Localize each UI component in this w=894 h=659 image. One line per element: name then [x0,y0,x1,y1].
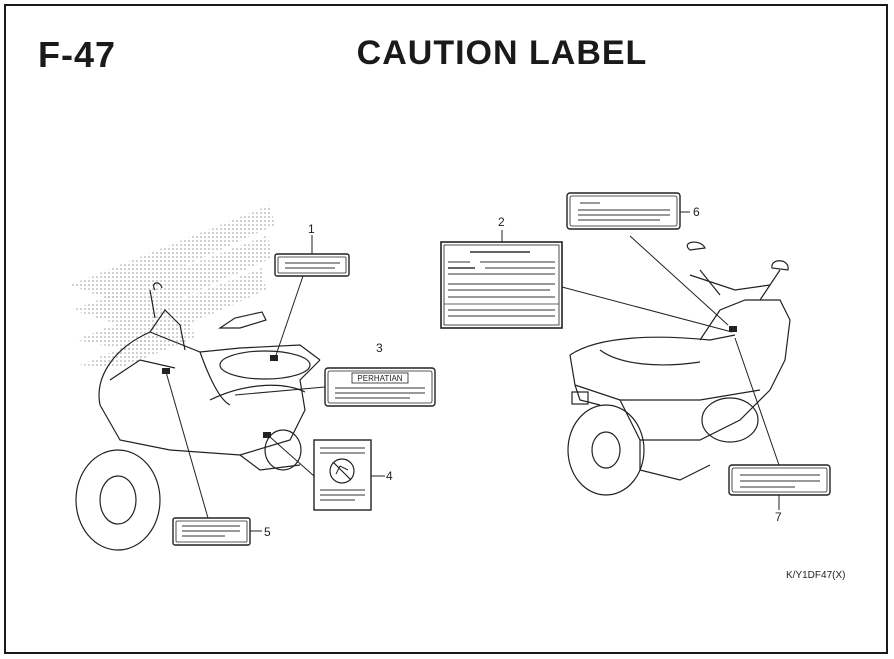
prohibition-icon [329,458,355,484]
leader-lines [165,211,780,532]
label-position-markers [162,326,737,438]
page-title: CAUTION LABEL [356,34,648,72]
diagram-frame [4,4,888,654]
caution-label-7 [728,464,831,496]
caution-label-6 [566,192,681,230]
scooter-left-view [75,282,321,551]
callout-7: 7 [775,510,782,524]
callout-2: 2 [498,215,505,229]
callout-5: 5 [264,525,271,539]
label-3-heading: PERHATIAN [357,374,402,383]
caution-label-4 [313,439,372,511]
caution-label-5 [172,517,251,546]
callout-6: 6 [693,205,700,219]
wing-watermark [70,205,275,368]
caution-label-2 [440,241,563,329]
callout-1: 1 [308,222,315,236]
callout-3: 3 [376,341,383,355]
caution-label-1 [274,253,350,277]
drawing-reference: K/Y1DF47(X) [786,570,846,581]
caution-label-3: PERHATIAN [324,367,436,407]
section-code: F-47 [38,34,117,75]
scooter-right-view [567,241,791,496]
callout-4: 4 [386,469,393,483]
